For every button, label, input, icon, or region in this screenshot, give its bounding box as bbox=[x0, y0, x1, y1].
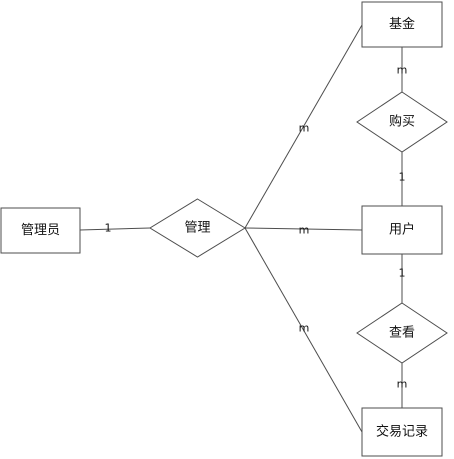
cardinality-fund-purchase: m bbox=[397, 64, 408, 77]
entity-fund[interactable]: 基金 bbox=[361, 1, 443, 48]
connector-manage-transaction bbox=[244, 227, 363, 433]
relationship-purchase[interactable]: 购买 bbox=[356, 91, 448, 153]
entity-user-label: 用户 bbox=[389, 222, 415, 238]
connector-manage-fund bbox=[244, 24, 363, 229]
relationship-purchase-label: 购买 bbox=[389, 114, 415, 130]
cardinality-manage-user: m bbox=[299, 224, 310, 237]
entity-transaction-record[interactable]: 交易记录 bbox=[361, 407, 443, 457]
cardinality-manage-fund: m bbox=[299, 122, 310, 135]
entity-admin[interactable]: 管理员 bbox=[0, 207, 81, 254]
relationship-manage-label: 管理 bbox=[184, 221, 210, 236]
relationship-view[interactable]: 查看 bbox=[356, 302, 448, 364]
cardinality-purchase-user: 1 bbox=[399, 171, 406, 184]
connector-admin-manage bbox=[79, 227, 151, 231]
cardinality-view-transaction: m bbox=[397, 378, 408, 391]
entity-transaction-record-label: 交易记录 bbox=[376, 424, 428, 440]
connector-manage-user bbox=[244, 227, 363, 231]
cardinality-manage-transaction: m bbox=[299, 322, 310, 335]
cardinality-user-view: 1 bbox=[399, 267, 406, 280]
entity-admin-label: 管理员 bbox=[21, 223, 60, 238]
entity-fund-label: 基金 bbox=[389, 16, 415, 32]
entity-user[interactable]: 用户 bbox=[361, 205, 443, 255]
cardinality-admin-manage: 1 bbox=[105, 222, 112, 235]
relationship-manage[interactable]: 管理 bbox=[149, 198, 246, 258]
relationship-view-label: 查看 bbox=[389, 325, 415, 341]
